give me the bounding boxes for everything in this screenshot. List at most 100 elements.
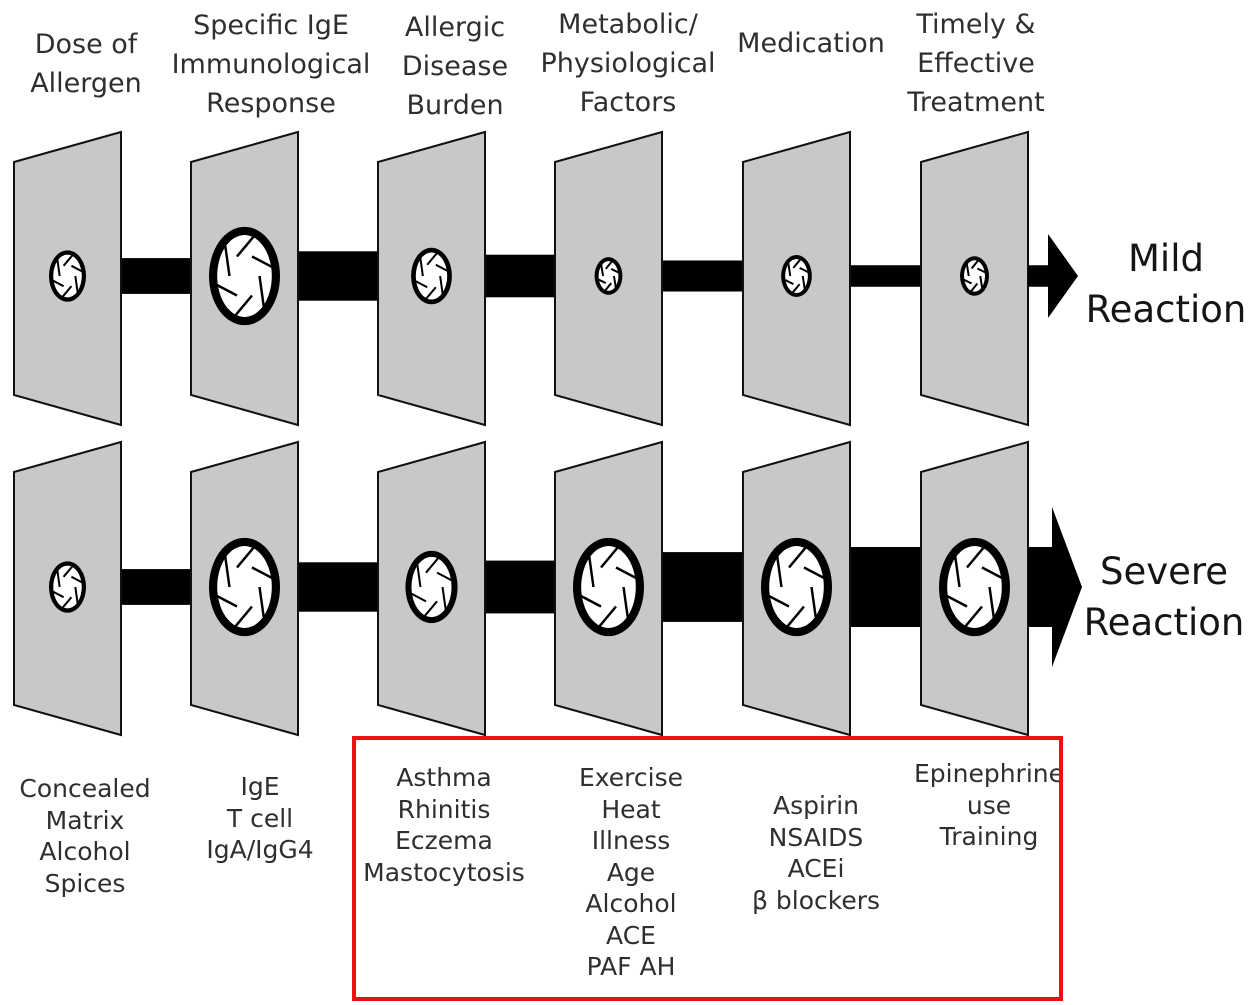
aperture-blade — [251, 566, 277, 582]
mild-panel-3 — [377, 130, 486, 427]
aperture-blade — [803, 566, 829, 582]
aperture-blade — [783, 605, 805, 631]
aperture-blade — [407, 591, 427, 603]
aperture-blade — [436, 571, 456, 583]
aperture-blade — [56, 568, 61, 588]
aperture-blade — [799, 266, 811, 275]
aperture-opening — [217, 235, 272, 317]
severe-arrow-head — [1052, 507, 1082, 667]
aperture-blade — [426, 250, 440, 266]
aperture-blade — [74, 586, 79, 606]
aperture-blade — [612, 275, 618, 290]
aperture-blade — [764, 592, 790, 608]
header-metabolic-physiological-factors: Metabolic/ Physiological Factors — [540, 9, 716, 118]
header-medication: Medication — [737, 28, 885, 59]
aperture-blade — [212, 592, 238, 608]
aperture-blade — [988, 586, 996, 624]
aperture-opening — [581, 546, 636, 628]
aperture-blade — [576, 592, 602, 608]
mild-arrow-head — [1048, 234, 1078, 318]
header-dose-of-allergen: Dose of Allergen — [30, 29, 142, 99]
aperture-blade — [212, 281, 238, 297]
mild-panel-5 — [742, 130, 851, 427]
severe-panels — [13, 440, 1029, 737]
aperture-blade — [418, 255, 424, 277]
aperture-blade — [62, 564, 75, 578]
highlight-box — [352, 736, 1063, 1001]
aperture-blade — [961, 605, 983, 631]
aperture-blade — [966, 543, 988, 569]
aperture-blade — [615, 566, 641, 582]
aperture-blade — [435, 263, 451, 274]
factors-metabolic-physiological: Exercise Heat Illness Age Alcohol ACE PA… — [578, 763, 684, 981]
aperture-blade — [223, 239, 231, 277]
aperture-blade — [961, 277, 973, 285]
aperture-blade — [979, 275, 984, 291]
aperture-blade — [622, 586, 630, 624]
severe-panel-5 — [742, 440, 851, 737]
aperture-blade — [441, 586, 448, 614]
outcome-severe-reaction: Severe Reaction — [1083, 550, 1245, 644]
factors-dose-of-allergen: Concealed Matrix Alcohol Spices — [19, 774, 151, 898]
aperture-blade — [415, 560, 422, 588]
aperture-opening — [53, 565, 82, 609]
aperture-blade — [599, 262, 605, 277]
aperture-blade — [810, 586, 818, 624]
severe-panel-6 — [920, 440, 1029, 737]
aperture-blade — [62, 253, 75, 267]
aperture-blade — [422, 600, 438, 619]
aperture-blade — [792, 257, 803, 269]
mild-panel-1 — [13, 130, 122, 427]
aperture-blade — [70, 264, 85, 274]
aperture-blade — [56, 257, 61, 277]
severe-panel-2 — [190, 440, 299, 737]
aperture-blade — [587, 550, 595, 588]
header-timely-effective-treatment: Timely & Effective Treatment — [907, 9, 1045, 118]
severe-panel-4 — [554, 440, 663, 737]
aperture-blade — [775, 550, 783, 588]
aperture-blade — [976, 267, 988, 275]
aperture-blade — [236, 232, 258, 258]
aperture-blade — [604, 259, 614, 270]
aperture-opening — [964, 260, 985, 292]
aperture-blade — [74, 275, 79, 295]
aperture-blade — [70, 575, 85, 585]
aperture-blade — [231, 605, 253, 631]
factors-treatment: Epinephrine use Training — [914, 759, 1064, 851]
aperture-blade — [258, 586, 266, 624]
aperture-blade — [942, 592, 968, 608]
aperture-blade — [790, 283, 801, 295]
header-specific-ige-response: Specific IgE Immunological Response — [171, 10, 371, 119]
outcome-mild-reaction: Mild Reaction — [1085, 237, 1247, 331]
aperture-blade — [595, 277, 607, 284]
aperture-blade — [970, 258, 981, 270]
aperture-blade — [439, 275, 445, 297]
aperture-blade — [50, 278, 65, 288]
aperture-opening — [598, 261, 619, 291]
aperture-blade — [595, 605, 617, 631]
aperture-blade — [50, 589, 65, 599]
aperture-blade — [981, 566, 1007, 582]
header-allergic-disease-burden: Allergic Disease Burden — [401, 12, 509, 121]
mild-panel-2 — [190, 130, 299, 427]
aperture-blade — [423, 286, 437, 302]
mild-arrow-shaft — [1028, 265, 1052, 287]
aperture-blade — [782, 277, 794, 286]
aperture-opening — [53, 254, 82, 298]
aperture-blade — [231, 294, 253, 320]
aperture-blade — [60, 285, 73, 299]
aperture-blade — [603, 282, 613, 293]
aperture-opening — [947, 546, 1002, 628]
severe-arrow-shaft — [1028, 547, 1056, 627]
severe-panel-1 — [13, 440, 122, 737]
severe-panel-3 — [377, 440, 486, 737]
aperture-opening — [411, 556, 452, 618]
aperture-blade — [425, 555, 441, 574]
aperture-blade — [600, 543, 622, 569]
factors-medication: Aspirin NSAIDS ACEi β blockers — [751, 791, 881, 915]
aperture-blade — [223, 550, 231, 588]
aperture-blade — [258, 275, 266, 313]
aperture-opening — [785, 258, 808, 294]
